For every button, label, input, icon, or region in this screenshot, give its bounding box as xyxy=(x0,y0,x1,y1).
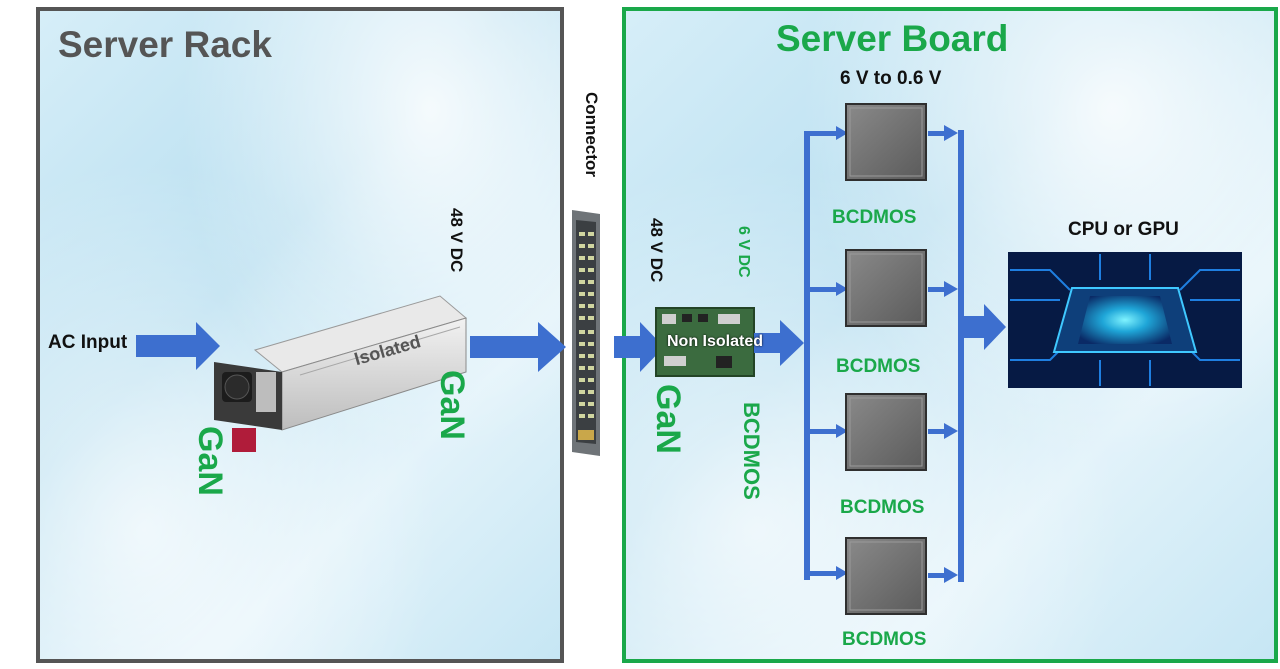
server-rack-panel xyxy=(36,7,564,663)
dc6-label: 6 V DC xyxy=(735,226,752,278)
dc6-arrow xyxy=(754,320,804,366)
dc48-board-arrow xyxy=(614,322,664,372)
server-rack-title: Server Rack xyxy=(58,24,272,65)
gan-psu-label: GaN xyxy=(191,426,229,496)
bcdmos-label-2: BCDMOS xyxy=(836,356,921,377)
server-board-title: Server Board xyxy=(776,18,1009,59)
dc48-board-label: 48 V DC xyxy=(647,218,666,283)
dc48-rack-label: 48 V DC xyxy=(447,208,466,273)
regulator-chip-4 xyxy=(845,537,927,615)
ac-input-label: AC Input xyxy=(48,332,128,353)
regulator-chip-3 xyxy=(845,393,927,471)
dc48-rack-arrow xyxy=(470,322,566,372)
bcdmos-label-1: BCDMOS xyxy=(832,207,917,228)
voltage-range-label: 6 V to 0.6 V xyxy=(840,68,942,89)
bcdmos-label-3: BCDMOS xyxy=(840,497,925,518)
cpu-gpu-label: CPU or GPU xyxy=(1068,219,1179,240)
cpu-gpu-image xyxy=(1008,252,1242,388)
gan-rack-label: GaN xyxy=(433,370,471,440)
ac-input-arrow xyxy=(136,322,220,370)
connector-switch-icon xyxy=(572,210,600,456)
distribution-bus xyxy=(804,126,848,580)
non-isolated-label: Non Isolated xyxy=(667,333,764,350)
bcdmos-label-4: BCDMOS xyxy=(842,629,927,650)
regulator-chip-1 xyxy=(845,103,927,181)
regulator-chip-2 xyxy=(845,249,927,327)
psu-icon xyxy=(214,295,468,452)
gan-board-label: GaN xyxy=(649,384,687,454)
converter-module-icon xyxy=(655,307,755,377)
output-bus xyxy=(928,125,1006,583)
connector-label: Connector xyxy=(582,92,601,177)
bcdmos-vertical-label: BCDMOS xyxy=(739,402,764,500)
